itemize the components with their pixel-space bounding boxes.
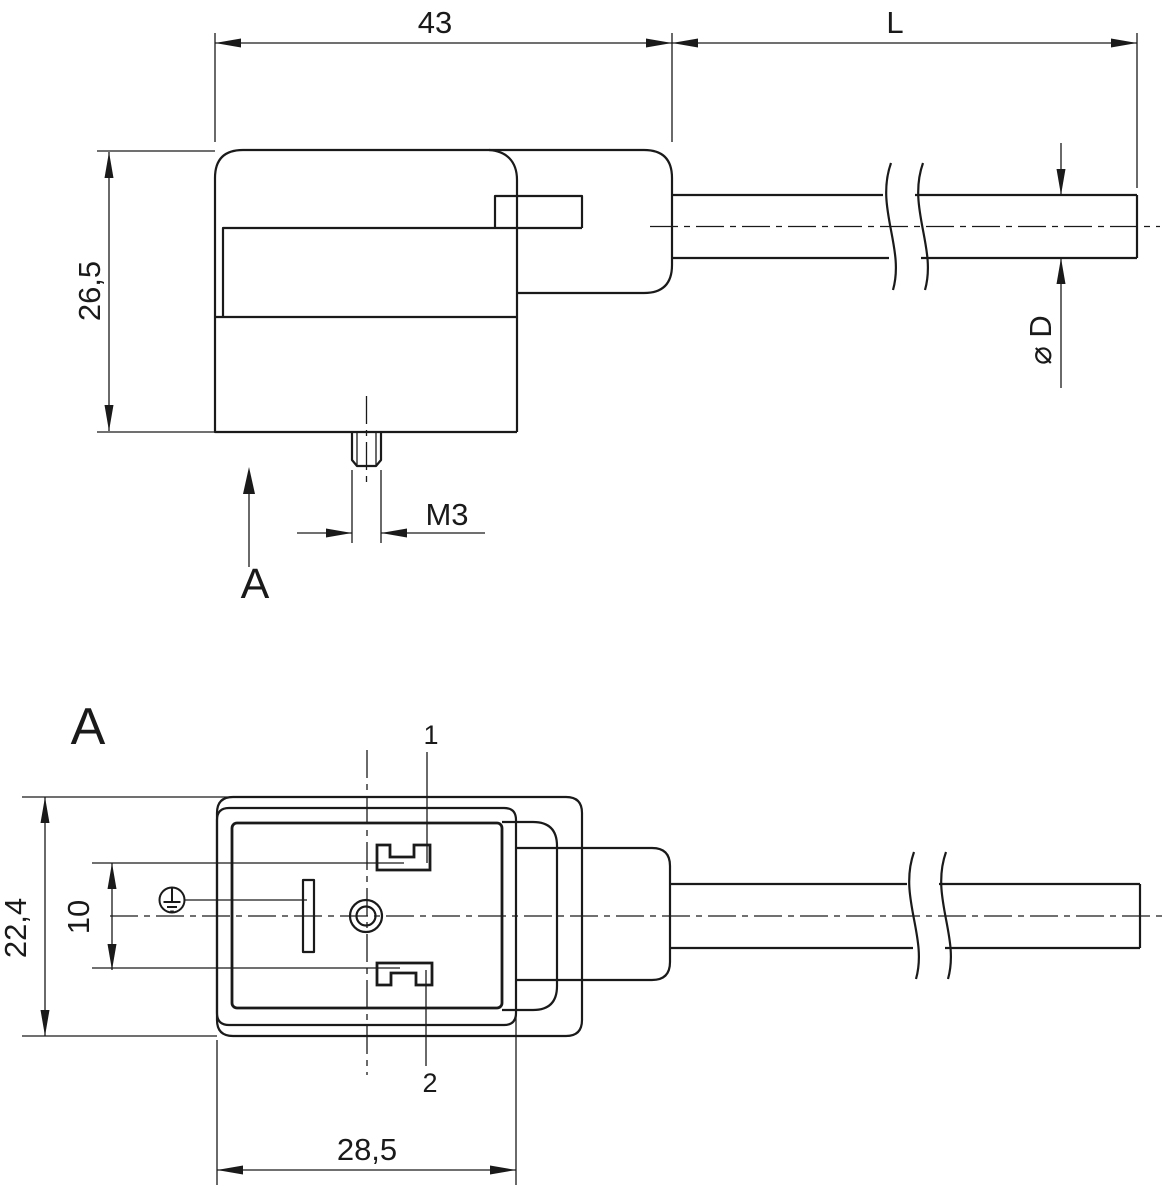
front-gland-collar (502, 820, 559, 1012)
arrowhead (243, 467, 255, 494)
dim-width-28-5: 28,5 (337, 1132, 397, 1167)
side-housing-front-edge (488, 148, 519, 432)
arrowhead (672, 38, 698, 48)
dim-cable-diameter-d: ⌀ D (1023, 315, 1058, 365)
arrowhead (40, 1010, 50, 1036)
dim-height-22-4: 22,4 (0, 898, 33, 958)
front-view-title: A (71, 698, 106, 756)
arrowhead (1056, 258, 1066, 284)
arrowhead (107, 863, 117, 889)
arrowhead (104, 405, 114, 431)
side-cable-break-line-2 (917, 162, 930, 291)
arrowhead (217, 1165, 243, 1175)
dim-pin-pitch-10: 10 (61, 900, 96, 934)
front-view-dimensions: 22,4 10 28,5 (0, 796, 517, 1185)
side-housing-inner-step (221, 226, 582, 317)
front-cable-gland (516, 846, 672, 982)
pin1-contact (375, 843, 432, 872)
side-housing-outline (213, 148, 674, 434)
center-screw-hole-outer (348, 898, 384, 934)
pin2-contact (375, 961, 434, 987)
front-housing-inner-wall (215, 806, 518, 1027)
earth-ground-icon (158, 886, 307, 914)
arrowhead (1056, 169, 1066, 195)
arrowhead (646, 38, 672, 48)
ground-blade-slot (301, 878, 316, 954)
arrowhead (107, 944, 117, 970)
arrowhead (326, 528, 352, 538)
arrowhead (1111, 38, 1137, 48)
arrowhead (104, 152, 114, 178)
side-view-dimensions: 43 L 26,5 M3 A ⌀ D (72, 5, 1138, 608)
dim-thread-m3: M3 (425, 497, 468, 532)
pin2-label: 2 (422, 1068, 437, 1098)
front-housing-outer (215, 795, 584, 1038)
dim-width-43: 43 (418, 5, 452, 40)
arrowhead (490, 1165, 516, 1175)
side-cable-break-line-1 (885, 162, 898, 291)
center-screw-hole-inner (355, 905, 377, 927)
arrowhead (381, 528, 407, 538)
arrowhead (215, 38, 241, 48)
dim-cable-length-L: L (886, 5, 903, 40)
side-cable-clamp-tab (493, 194, 584, 228)
front-view: A (71, 698, 1162, 1098)
pin1-label: 1 (423, 720, 438, 750)
side-view (213, 148, 1160, 487)
view-arrow-label: A (241, 560, 270, 608)
dim-height-26-5: 26,5 (72, 261, 107, 321)
side-m3-stud (350, 396, 383, 487)
arrowhead (40, 797, 50, 823)
